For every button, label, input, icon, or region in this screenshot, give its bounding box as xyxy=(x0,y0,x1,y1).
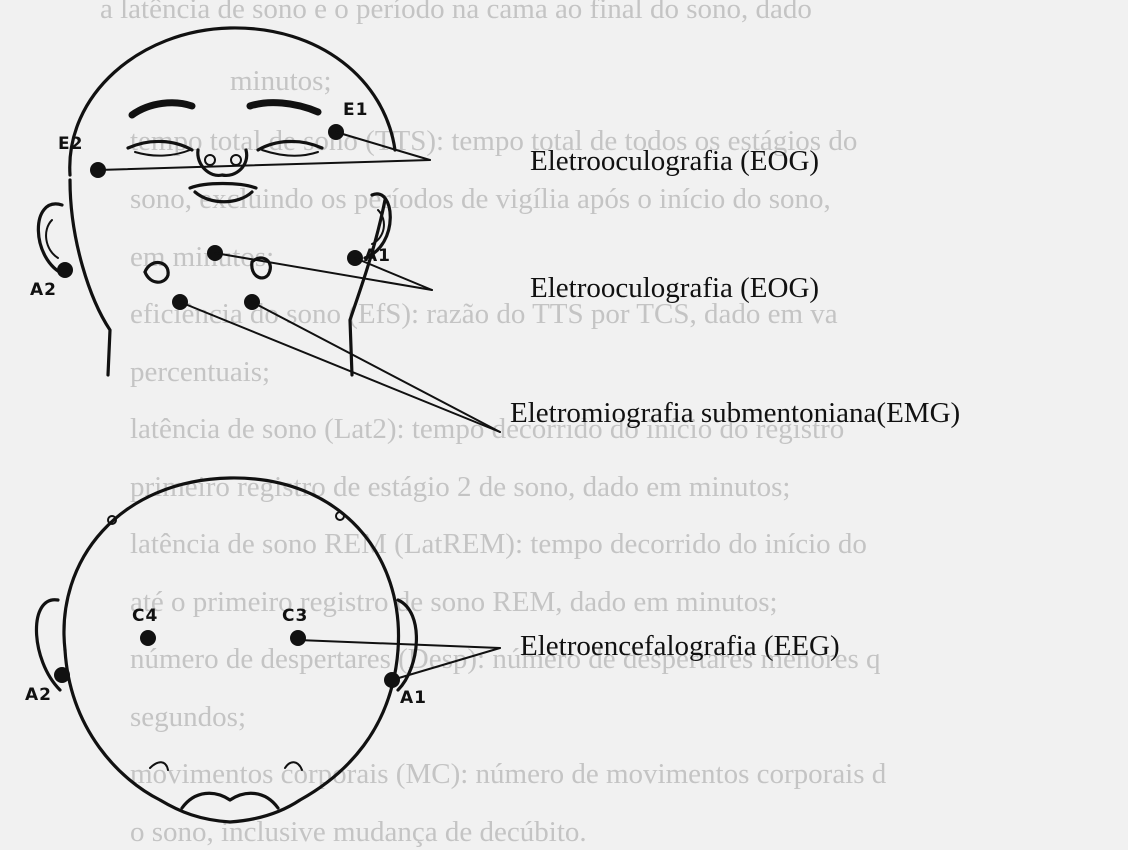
electrode-c3 xyxy=(290,630,306,646)
label-eog-1: Eletrooculografia (EOG) xyxy=(530,145,819,178)
label-eeg: Eletroencefalografia (EEG) xyxy=(520,630,840,663)
label-e1: E1 xyxy=(343,100,368,120)
electrode-c4 xyxy=(140,630,156,646)
label-a2-face: A2 xyxy=(30,280,57,300)
label-a1-top: A1 xyxy=(400,688,427,708)
electrode-a2-top xyxy=(54,667,70,683)
face-outline xyxy=(38,28,395,375)
label-c3: C3 xyxy=(282,606,308,626)
label-c4: C4 xyxy=(132,606,158,626)
electrode-a2-face xyxy=(57,262,73,278)
label-a2-top: A2 xyxy=(25,685,52,705)
head-top-electrodes xyxy=(54,630,400,688)
pointer-lines xyxy=(98,132,500,680)
head-top-outline xyxy=(36,478,416,822)
label-a1-face: A1 xyxy=(364,246,391,266)
electrode-a1-top xyxy=(384,672,400,688)
label-e2: E2 xyxy=(58,134,83,154)
label-emg: Eletromiografia submentoniana(EMG) xyxy=(510,397,960,430)
label-eog-2: Eletrooculografia (EOG) xyxy=(530,272,819,305)
